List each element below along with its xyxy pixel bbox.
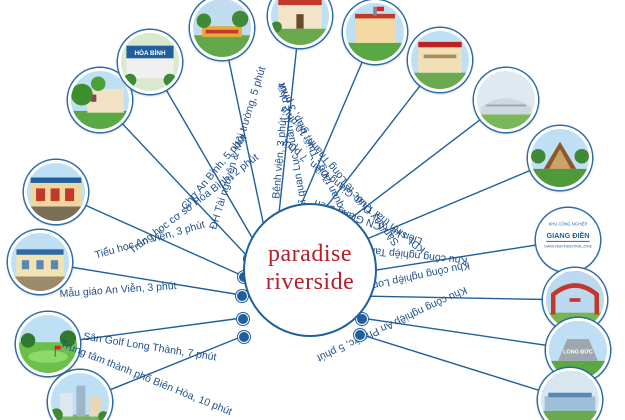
hub-dot [354, 329, 366, 341]
brand-circle: paradise riverside [245, 205, 375, 335]
brand-line-2: riverside [265, 269, 355, 295]
eco-park-photo [528, 126, 592, 190]
svg-text:KHU CÔNG NGHIỆP: KHU CÔNG NGHIỆP [549, 222, 588, 227]
connector-line [360, 317, 579, 351]
connector-line [350, 239, 569, 275]
hospital-photo [268, 0, 332, 48]
airport-photo [474, 68, 538, 132]
connector-line [39, 261, 242, 296]
market-photo: HÒA BÌNH [118, 30, 182, 94]
connector-line [288, 31, 376, 234]
secondary-school-photo [68, 68, 132, 132]
hub-dot [237, 313, 249, 325]
hub-dot [236, 290, 248, 302]
golf-course-photo [16, 312, 80, 376]
university-photo [190, 0, 254, 60]
hub-dot [238, 331, 250, 343]
connector-line [55, 191, 244, 277]
connector-line [276, 15, 301, 233]
connector-line [356, 295, 576, 301]
svg-text:HÒA BÌNH: HÒA BÌNH [134, 48, 165, 57]
svg-text:LONG ĐỨC: LONG ĐỨC [563, 349, 593, 356]
primary-school-photo [24, 160, 88, 224]
hub-dot [356, 313, 368, 325]
connector-line [330, 157, 561, 255]
svg-text:GIANG DIEN INDUSTRIAL ZONE: GIANG DIEN INDUSTRIAL ZONE [544, 244, 592, 248]
armor-academy-photo [408, 28, 472, 92]
connector-line [99, 99, 250, 259]
connector-line [221, 27, 267, 237]
city-center-photo [48, 370, 112, 420]
industrial-sign-photo: KHU CÔNG NGHIỆP GIANG ĐIỀN GIANG DIEN INDU… [536, 208, 600, 272]
military-academy-photo [343, 0, 407, 64]
brand-line-1: paradise [268, 241, 352, 267]
connector-line [358, 333, 571, 401]
connector-line [149, 61, 258, 247]
connector-line [47, 317, 243, 345]
factory-photo [538, 368, 602, 420]
kindergarten-photo [8, 230, 72, 294]
svg-text:GIANG ĐIỀN: GIANG ĐIỀN [546, 230, 589, 240]
